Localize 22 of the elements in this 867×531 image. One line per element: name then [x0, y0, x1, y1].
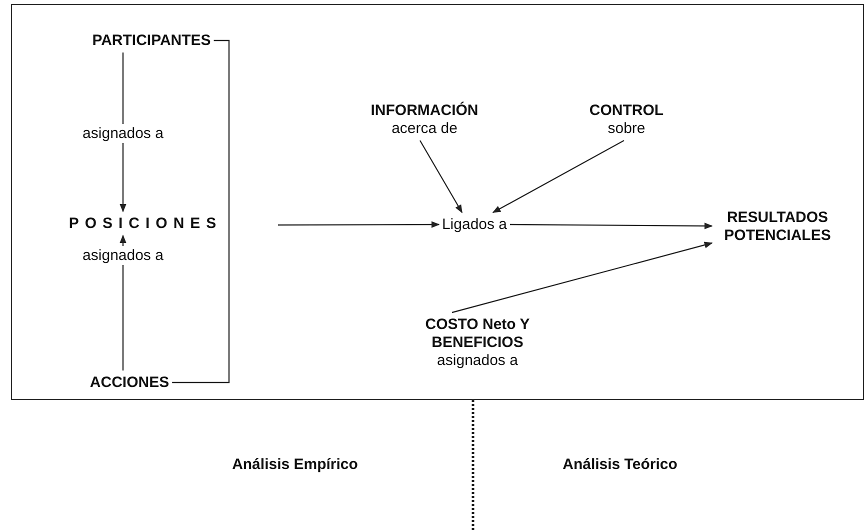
node-label: asignados a	[436, 352, 519, 370]
section-label: Análisis Empírico	[232, 456, 358, 473]
arrow	[120, 52, 126, 212]
frame-box	[11, 4, 864, 400]
node-label: Ligados a	[442, 216, 508, 234]
node-label: RESULTADOS POTENCIALES	[715, 208, 840, 244]
arrow	[452, 242, 713, 314]
bracket-line	[172, 40, 230, 384]
node-label: POSICIONES	[62, 214, 222, 232]
arrow	[278, 221, 440, 228]
node-label: ACCIONES	[90, 374, 170, 392]
node-heading: INFORMACIÓN	[370, 102, 478, 120]
node-heading: CONTROL	[589, 102, 664, 120]
edge-label: asignados a	[80, 124, 166, 143]
node-label: sobre	[606, 120, 646, 138]
arrow	[419, 140, 463, 214]
node-label: PARTICIPANTES	[92, 32, 211, 50]
edge-label: asignados a	[80, 246, 166, 265]
section-label: Análisis Teórico	[562, 456, 678, 473]
node-label: acerca de	[390, 120, 458, 138]
arrow	[492, 140, 624, 214]
arrow	[510, 222, 713, 230]
